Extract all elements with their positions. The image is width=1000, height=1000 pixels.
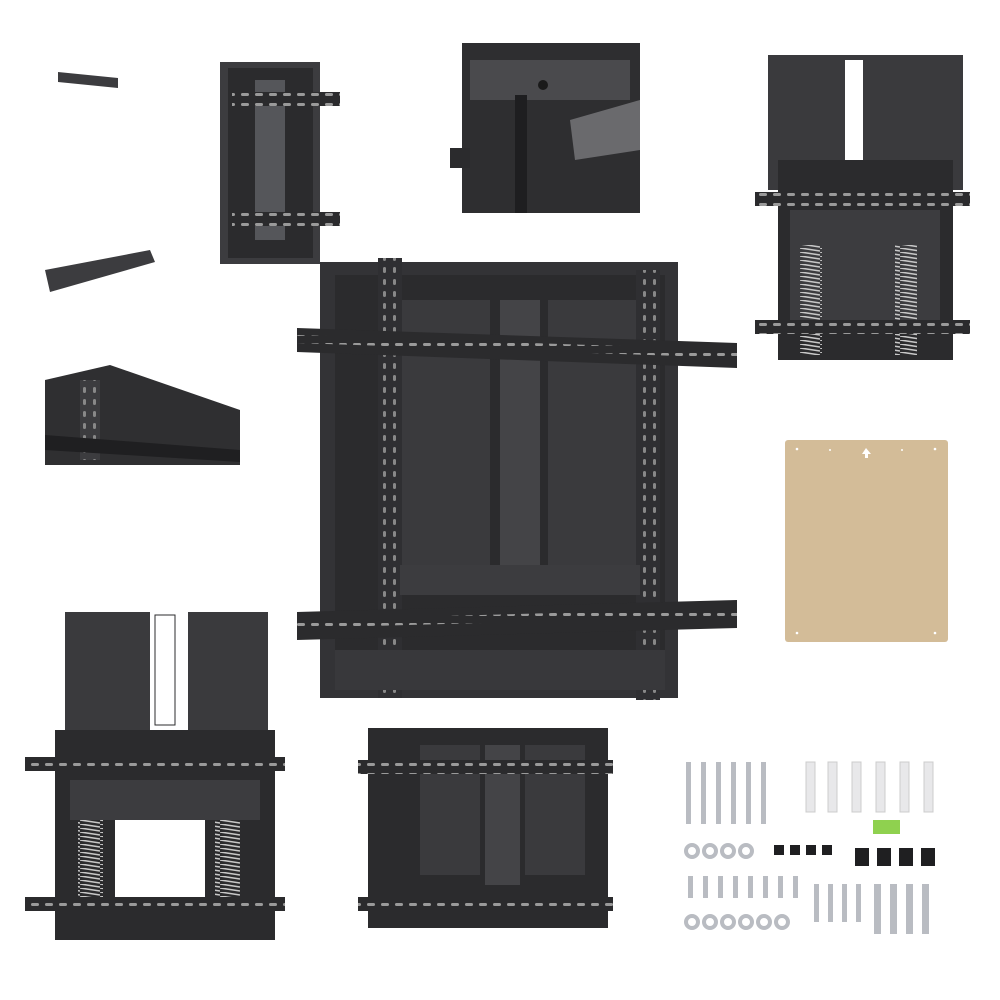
bracket-parts xyxy=(45,72,155,292)
extended-mount-front xyxy=(25,612,285,940)
wall-bracket xyxy=(58,72,118,88)
folded-mount-view xyxy=(220,62,340,264)
machine-screws xyxy=(688,876,929,934)
arrow-up-icon xyxy=(862,448,871,458)
corner-detail-view xyxy=(45,365,240,465)
extended-mount-view xyxy=(755,55,970,360)
spacers xyxy=(774,845,935,866)
bubble-level xyxy=(873,820,900,834)
wall-template-board xyxy=(785,440,948,642)
wall-anchors xyxy=(805,761,934,813)
main-mount-front xyxy=(297,258,737,700)
angled-bracket xyxy=(45,250,155,292)
lag-bolts xyxy=(686,762,766,824)
retracted-mount-front xyxy=(358,728,613,928)
hardware-kit xyxy=(684,761,935,934)
washers xyxy=(684,843,790,930)
hinge-detail-view xyxy=(450,43,640,213)
